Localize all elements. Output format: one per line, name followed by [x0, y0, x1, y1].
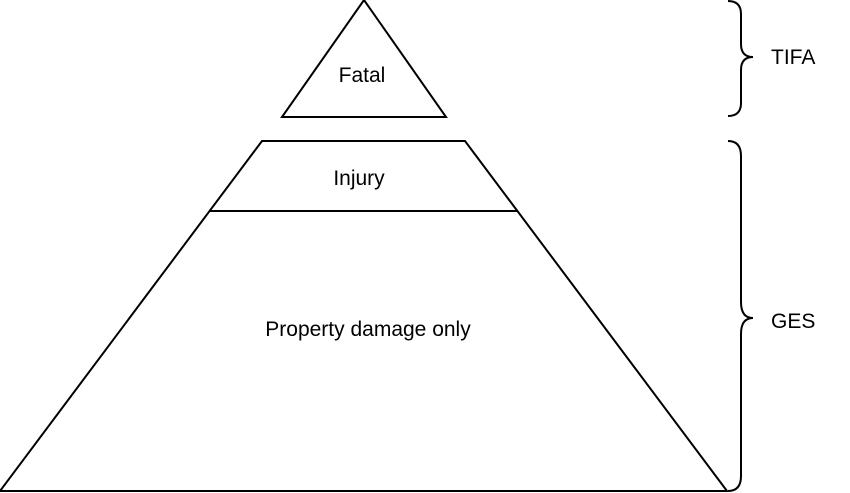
tifa-label: TIFA: [771, 46, 815, 69]
lower-trapezoid: [0, 140, 729, 492]
property-damage-label: Property damage only: [265, 318, 471, 341]
fatal-label: Fatal: [339, 64, 386, 87]
ges-brace: [727, 140, 754, 492]
ges-label: GES: [771, 310, 815, 333]
tifa-brace: [727, 0, 754, 117]
fatal-triangle: [280, 0, 448, 118]
injury-label: Injury: [333, 167, 385, 190]
